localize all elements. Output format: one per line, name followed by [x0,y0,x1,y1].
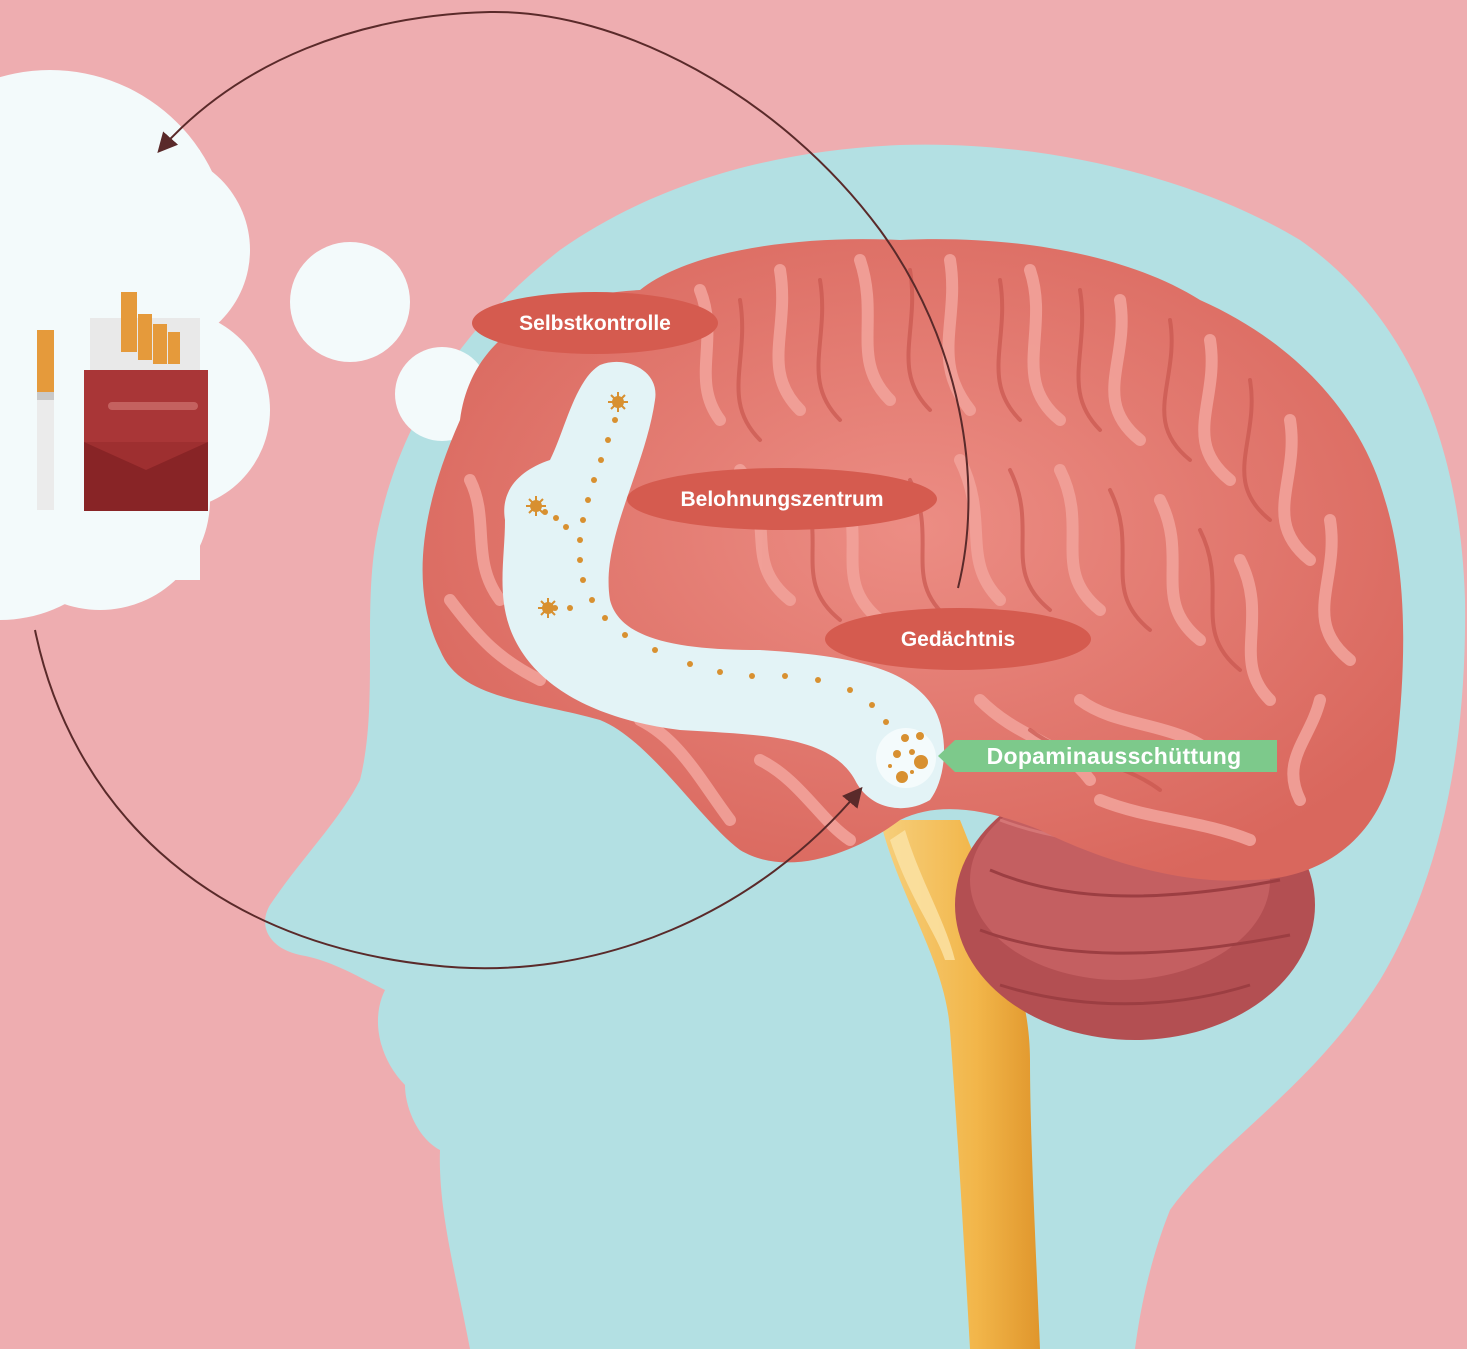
neuron-icon [608,392,628,412]
label-memory-text: Gedächtnis [901,628,1015,651]
label-self-control: Selbstkontrolle [472,292,718,354]
label-dopamine-release-text: Dopaminausschüttung [987,743,1242,769]
label-self-control-text: Selbstkontrolle [519,312,671,335]
label-dopamine-release: Dopaminausschüttung [938,740,1277,772]
thought-bubble-icon [290,242,410,362]
label-reward-center: Belohnungszentrum [627,468,937,530]
label-reward-center-text: Belohnungszentrum [681,488,884,511]
label-memory: Gedächtnis [825,608,1091,670]
cigarette-icon [37,330,54,510]
neuron-icon [526,496,546,516]
cigarette-pack-icon [84,292,208,511]
neuron-icon [538,598,558,618]
